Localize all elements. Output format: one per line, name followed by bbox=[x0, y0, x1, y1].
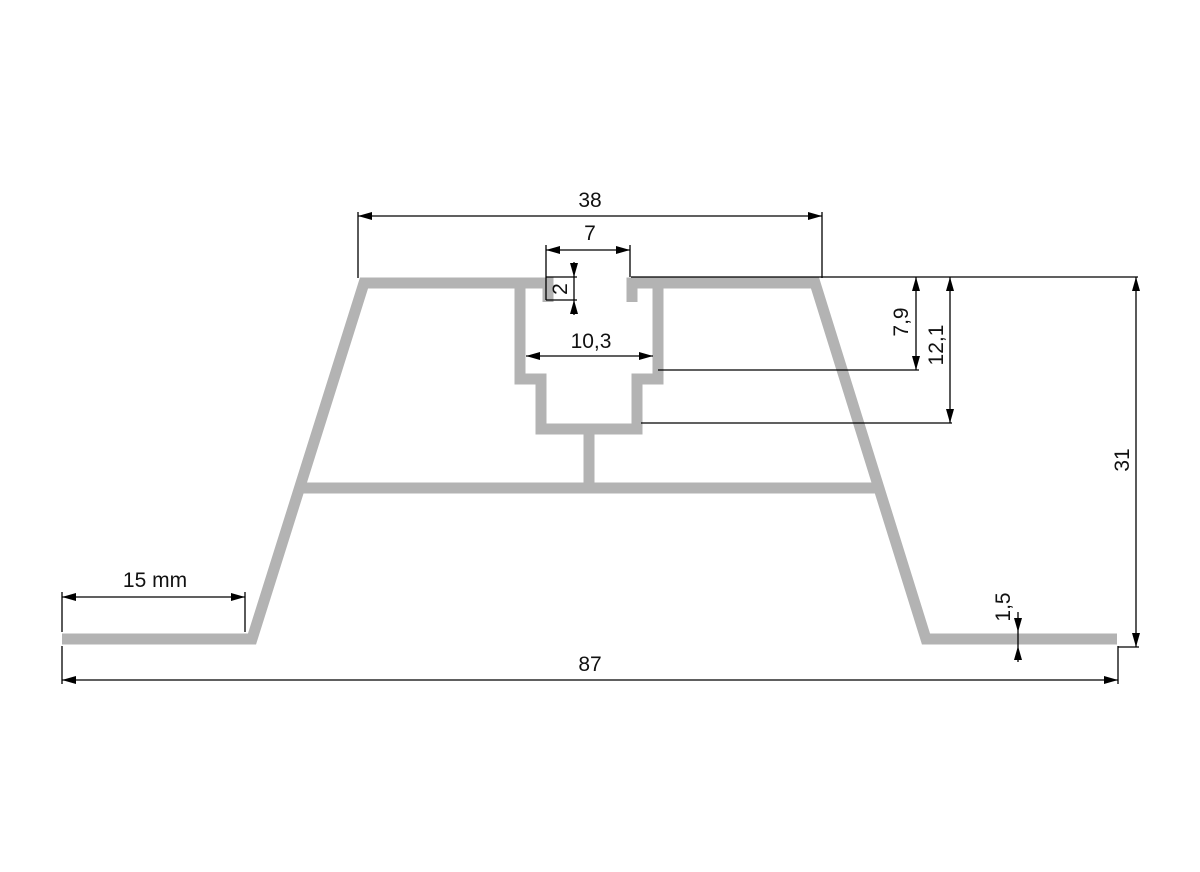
dim-depth-total: 12,1 bbox=[925, 325, 948, 366]
dim-top-width: 38 bbox=[578, 189, 601, 212]
dimension-lines bbox=[61, 212, 1140, 684]
slot-lip-left bbox=[520, 277, 554, 302]
dim-slot-lip: 2 bbox=[549, 283, 572, 295]
profile-shape bbox=[62, 277, 1117, 645]
slot-lip-right bbox=[626, 277, 658, 302]
dim-thickness: 1,5 bbox=[992, 592, 1015, 621]
dim-total-height: 31 bbox=[1111, 448, 1134, 471]
dimension-labels: 38 7 2 10,3 7,9 12,1 31 15 mm 1,5 87 bbox=[123, 189, 1134, 676]
dim-slot-inner-width: 10,3 bbox=[571, 330, 612, 353]
dim-slot-opening: 7 bbox=[584, 222, 596, 245]
dim-flange-width: 15 mm bbox=[123, 569, 187, 592]
dim-total-width: 87 bbox=[578, 653, 601, 676]
dim-depth-upper: 7,9 bbox=[890, 307, 913, 336]
